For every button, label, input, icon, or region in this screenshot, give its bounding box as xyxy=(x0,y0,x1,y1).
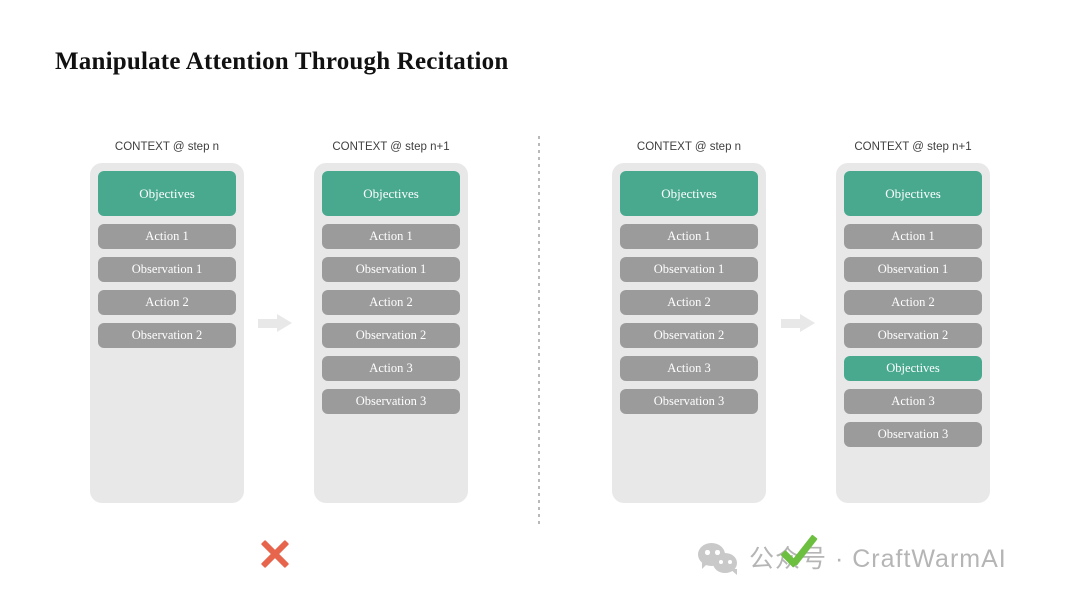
context-block[interactable]: Action 3 xyxy=(620,356,758,381)
context-block[interactable]: Objectives xyxy=(844,171,982,216)
column-label: CONTEXT @ step n+1 xyxy=(332,141,450,153)
check-stroke-long xyxy=(791,534,818,566)
context-block[interactable]: Observation 3 xyxy=(844,422,982,447)
context-block[interactable]: Objectives xyxy=(322,171,460,216)
context-block[interactable]: Observation 2 xyxy=(322,323,460,348)
transition-arrow-icon xyxy=(258,314,292,332)
context-block[interactable]: Action 1 xyxy=(322,224,460,249)
column-label: CONTEXT @ step n xyxy=(636,141,742,153)
context-block[interactable]: Observation 3 xyxy=(620,389,758,414)
context-block[interactable]: Observation 2 xyxy=(844,323,982,348)
arrow-shaft xyxy=(258,319,280,328)
column-label: CONTEXT @ step n+1 xyxy=(854,141,972,153)
context-block[interactable]: Action 1 xyxy=(98,224,236,249)
context-block[interactable]: Observation 2 xyxy=(98,323,236,348)
context-block[interactable]: Action 3 xyxy=(844,389,982,414)
context-block[interactable]: Action 1 xyxy=(844,224,982,249)
context-block[interactable]: Action 3 xyxy=(322,356,460,381)
wechat-eye-1 xyxy=(705,550,710,555)
column-label: CONTEXT @ step n xyxy=(114,141,220,153)
arrow-shaft xyxy=(781,319,803,328)
page-title: Manipulate Attention Through Recitation xyxy=(55,48,509,75)
context-block[interactable]: Objectives xyxy=(98,171,236,216)
wechat-tail-large xyxy=(702,562,709,569)
wechat-eye-4 xyxy=(728,560,732,564)
context-block[interactable]: Action 2 xyxy=(844,290,982,315)
arrow-head xyxy=(800,314,815,332)
arrow-head xyxy=(277,314,292,332)
context-block[interactable]: Observation 2 xyxy=(620,323,758,348)
context-block[interactable]: Action 2 xyxy=(620,290,758,315)
check-mark-icon xyxy=(780,532,824,572)
wechat-icon xyxy=(697,541,741,577)
cross-mark-icon xyxy=(258,537,292,571)
wechat-eye-3 xyxy=(719,560,723,564)
context-block[interactable]: Observation 1 xyxy=(844,257,982,282)
context-block[interactable]: Observation 1 xyxy=(98,257,236,282)
context-block[interactable]: Action 2 xyxy=(322,290,460,315)
context-block[interactable]: Action 1 xyxy=(620,224,758,249)
wechat-tail-small xyxy=(730,569,737,575)
context-block[interactable]: Observation 1 xyxy=(322,257,460,282)
section-divider xyxy=(538,136,540,524)
context-block[interactable]: Action 2 xyxy=(98,290,236,315)
watermark: 公众号 · CraftWarmAI xyxy=(697,537,1007,581)
context-block[interactable]: Observation 1 xyxy=(620,257,758,282)
context-block[interactable]: Objectives xyxy=(620,171,758,216)
wechat-bubble-small xyxy=(713,553,737,573)
transition-arrow-icon xyxy=(781,314,815,332)
context-block[interactable]: Objectives xyxy=(844,356,982,381)
wechat-eye-2 xyxy=(715,550,720,555)
context-block[interactable]: Observation 3 xyxy=(322,389,460,414)
